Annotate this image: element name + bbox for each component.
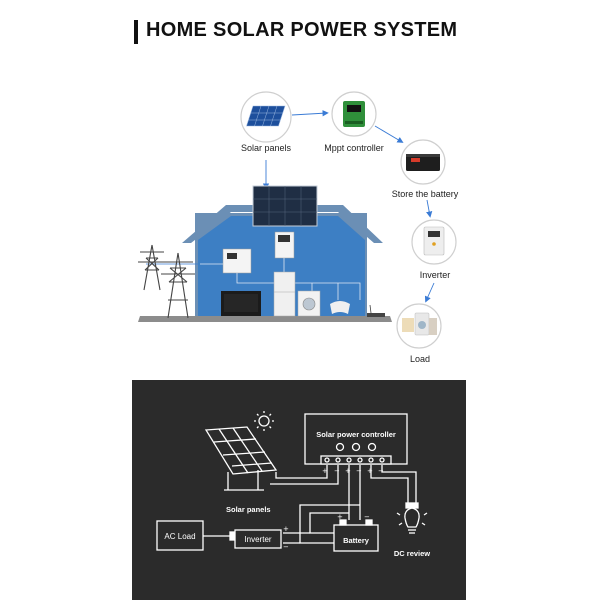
solar-panels-label: Solar panels [241,143,292,153]
solar-panels-node [240,91,292,143]
svg-text:−: − [364,513,370,521]
ac-load-label: AC Load [164,532,195,541]
svg-text:−: − [283,543,289,551]
power-pylons [138,244,195,319]
svg-text:+: + [367,467,373,475]
svg-text:+: + [337,513,343,521]
title-accent-bar [134,20,138,44]
load-label: Load [410,354,430,364]
svg-text:−: − [378,467,384,475]
inverter-node [411,219,457,265]
house-illustration [138,185,392,322]
polarity-marks: +− +− +− +− +− [283,467,384,551]
mppt-controller-node [331,91,377,137]
page-title: HOME SOLAR POWER SYSTEM [146,19,458,41]
mppt-controller-label: Mppt controller [324,143,384,153]
flow-arrow-panels-to-mppt [291,110,329,117]
dc-review-label: DC review [394,549,430,558]
battery-label: Battery [343,536,370,545]
flow-arrow-battery-to-inverter [426,199,433,218]
svg-text:−: − [334,467,340,475]
controller-label: Solar power controller [316,430,396,439]
load-node [396,303,442,349]
flow-arrow-inverter-to-load [424,282,435,303]
wiring-solar-panels-label: Solar panels [226,505,271,514]
svg-text:+: + [283,525,289,533]
inverter-label: Inverter [420,270,451,280]
wiring-diagram-panel [132,380,466,600]
wiring-inverter-label: Inverter [244,535,271,544]
wiring-lines [156,411,428,552]
battery-node [400,139,446,185]
svg-text:+: + [345,467,351,475]
svg-text:−: − [356,467,362,475]
svg-text:+: + [322,467,328,475]
flow-arrow-mppt-to-battery [374,125,404,143]
store-battery-label: Store the battery [392,189,459,199]
